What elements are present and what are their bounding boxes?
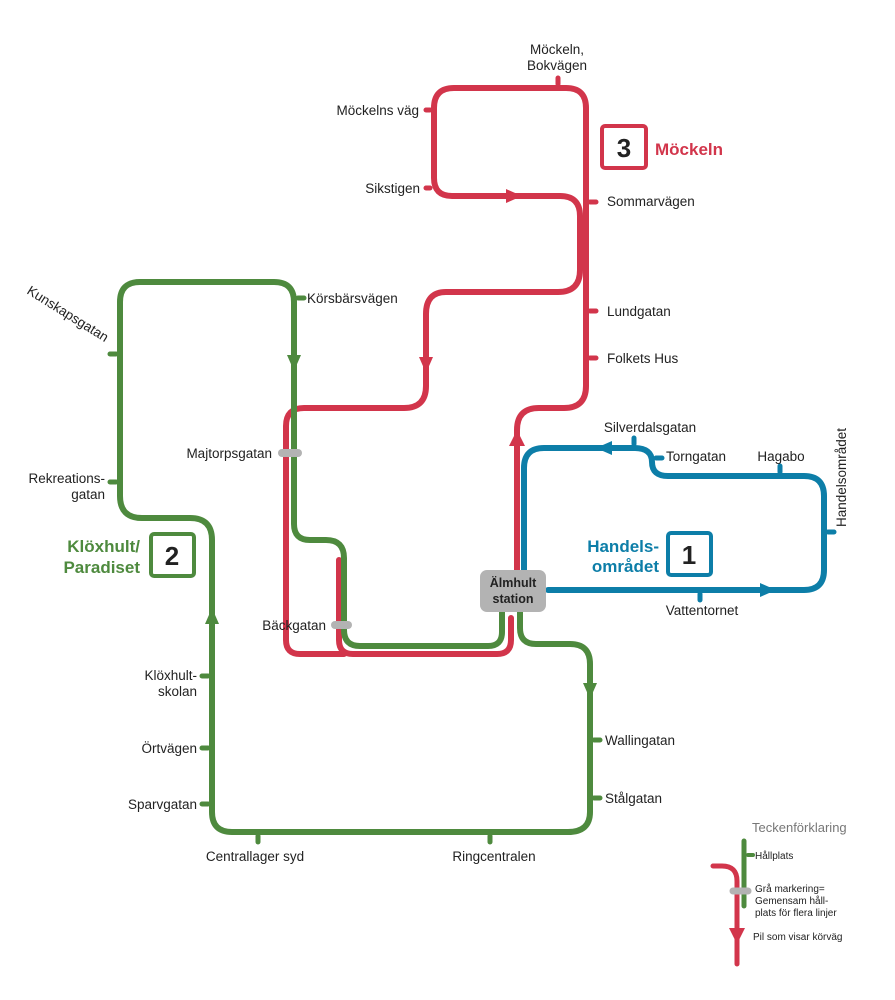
legend-stop: Hållplats — [755, 850, 793, 862]
route-3-line — [283, 85, 589, 657]
stop-label: Bäckgatan — [262, 618, 326, 633]
legend-shared-1: Grå markering= — [755, 883, 825, 895]
stop-label: Majtorpsgatan — [186, 446, 272, 461]
stop-label: Centrallager syd — [206, 849, 304, 864]
stop-label: Körsbärsvägen — [307, 291, 398, 306]
stop-label: Sommarvägen — [607, 194, 695, 209]
route-3-name: Möckeln — [655, 140, 723, 159]
legend: Teckenförklaring Hållplats Grå markering… — [710, 820, 847, 967]
stop-ticks — [107, 75, 837, 845]
stop-label: Stålgatan — [605, 791, 662, 806]
stop-label: Hagabo — [757, 449, 804, 464]
route-2-line — [117, 279, 593, 835]
arrow-icon — [419, 357, 433, 373]
legend-title: Teckenförklaring — [752, 820, 847, 835]
stop-label: Möckelns väg — [336, 103, 419, 118]
arrow-icon — [596, 441, 612, 455]
route-2-name-line1: Klöxhult/ — [67, 537, 140, 556]
stop-label: Bokvägen — [527, 58, 587, 73]
route-3-badge[interactable]: 3 Möckeln — [600, 124, 723, 170]
hub-name-line1: Älmhult — [490, 575, 537, 590]
route-2-badge[interactable]: Klöxhult/ Paradiset 2 — [63, 532, 196, 578]
arrow-icon — [205, 608, 219, 624]
route-1-line — [521, 445, 827, 593]
stop-label: gatan — [71, 487, 105, 502]
stop-label: Lundgatan — [607, 304, 671, 319]
direction-arrows — [205, 189, 776, 699]
stop-label: Örtvägen — [141, 741, 197, 756]
route-2-number: 2 — [165, 541, 179, 571]
route-2-name-line2: Paradiset — [63, 558, 140, 577]
arrow-icon — [729, 928, 745, 944]
stop-label: Möckeln, — [530, 42, 584, 57]
arrow-icon — [506, 189, 522, 203]
route-1-badge[interactable]: Handels- området 1 — [587, 531, 713, 577]
stop-label: Rekreations- — [28, 471, 105, 486]
shared-stop-markers — [278, 449, 352, 629]
stop-label: Silverdalsgatan — [604, 420, 696, 435]
arrow-icon — [287, 355, 301, 371]
arrow-icon — [583, 683, 597, 699]
hub-name-line2: station — [493, 592, 534, 606]
hub-almhult-station[interactable]: Älmhult station — [480, 570, 546, 612]
stop-label: Ringcentralen — [452, 849, 535, 864]
legend-arrow: Pil som visar körväg — [753, 932, 842, 943]
route-1-number: 1 — [682, 540, 696, 570]
stop-label: Torngatan — [666, 449, 726, 464]
stop-label: skolan — [158, 684, 197, 699]
stop-label: Sparvgatan — [128, 797, 197, 812]
arrow-icon — [760, 583, 776, 597]
stop-label: Handelsområdet — [834, 428, 849, 527]
stop-label: Vattentornet — [666, 603, 739, 618]
route-3-number: 3 — [617, 133, 631, 163]
stop-label: Kunskapsgatan — [24, 283, 111, 345]
route-1-name-line1: Handels- — [587, 537, 659, 556]
stop-label: Sikstigen — [365, 181, 420, 196]
stop-label: Klöxhult- — [144, 668, 197, 683]
legend-shared-2: Gemensam håll- — [755, 895, 828, 907]
route-1-name-line2: området — [592, 557, 659, 576]
arrow-icon — [509, 430, 525, 446]
stop-label: Folkets Hus — [607, 351, 679, 366]
legend-shared-3: plats för flera linjer — [755, 908, 837, 919]
stop-label: Wallingatan — [605, 733, 675, 748]
